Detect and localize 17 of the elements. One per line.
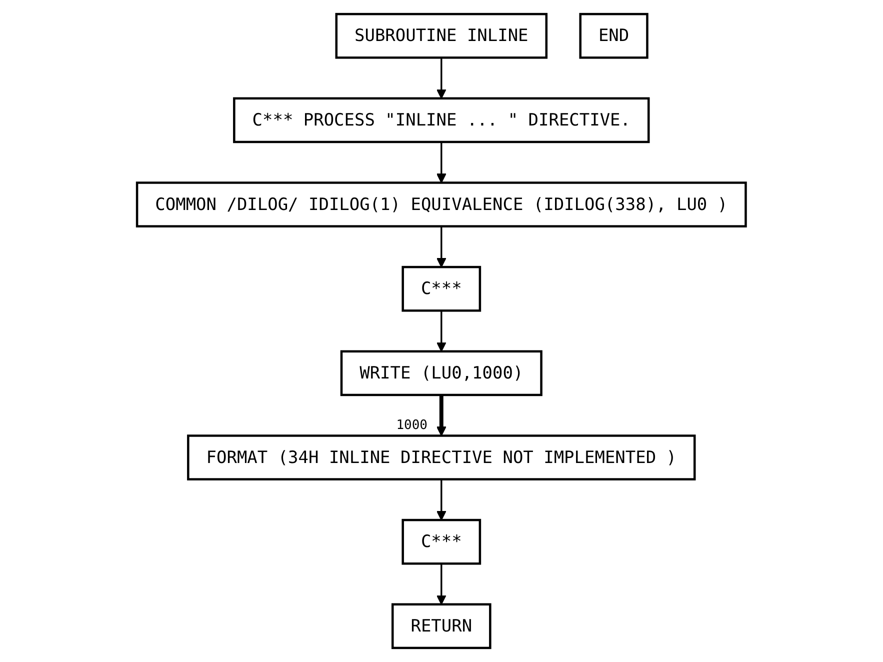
node-box: COMMON /DILOG/ IDILOG(1) EQUIVALENCE (IDILOG(338), LU0 ) — [136, 182, 747, 228]
arrow — [436, 310, 446, 352]
arrow — [436, 58, 446, 99]
node-box: C*** — [402, 518, 482, 565]
arrow — [436, 479, 446, 520]
statement-label: 1000 — [396, 418, 428, 434]
node-box: C*** — [402, 266, 482, 312]
node-box: C*** PROCESS "INLINE ... " DIRECTIVE. — [233, 97, 650, 144]
arrow — [436, 142, 446, 184]
arrow — [436, 394, 446, 436]
node-box: RETURN — [392, 603, 492, 650]
node-box: END — [579, 12, 648, 59]
arrow — [436, 564, 446, 605]
node-box: WRITE (LU0,1000) — [340, 350, 543, 396]
arrow — [436, 226, 446, 268]
node-box: FORMAT (34H INLINE DIRECTIVE NOT IMPLEMENTED ) — [187, 434, 696, 480]
node-box: SUBROUTINE INLINE — [335, 12, 548, 59]
